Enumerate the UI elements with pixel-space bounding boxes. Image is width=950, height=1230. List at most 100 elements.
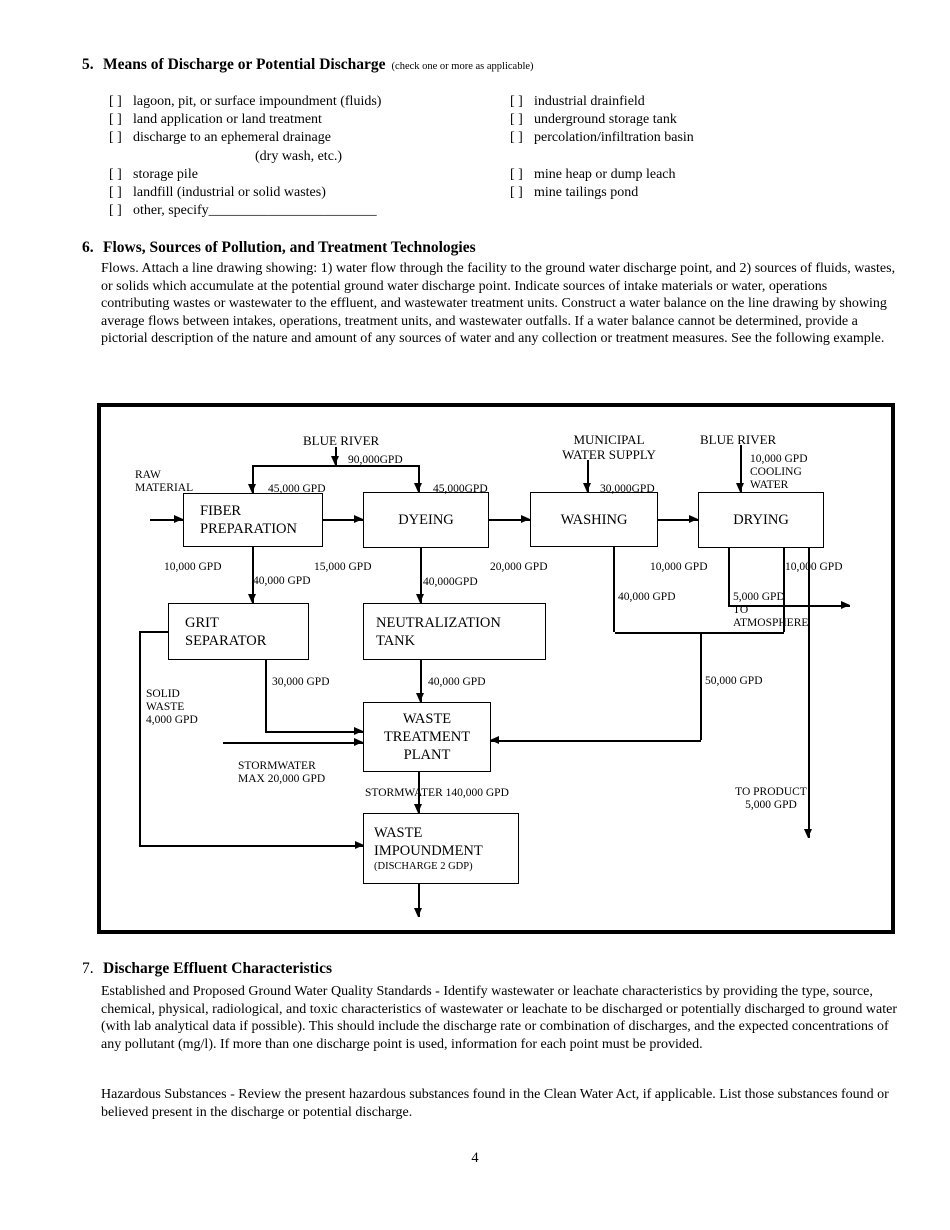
checkbox-label-underground-storage-tank: underground storage tank (534, 112, 677, 128)
label-treatment-out: STORMWATER 140,000 GPD (365, 787, 509, 799)
checkbox-landfill[interactable]: [ ] (109, 185, 122, 201)
checkbox-lagoon[interactable]: [ ] (109, 94, 122, 109)
checkbox-label-other-specify-blank[interactable]: other, specify________________________ (133, 203, 377, 219)
arrowhead-icon (736, 483, 744, 492)
arrowhead-icon (804, 829, 812, 838)
connector-line (223, 742, 363, 744)
list-row: [ ]lagoon, pit, or surface impoundment (… (109, 93, 694, 111)
connector-line (728, 548, 730, 605)
label-dyeing-to-neutralization: 40,000GPD (423, 576, 478, 588)
section7-title: Discharge Effluent Characteristics (103, 960, 333, 977)
connector-line (252, 465, 254, 493)
arrowhead-icon (414, 908, 422, 917)
connector-line (322, 519, 363, 521)
checkbox-land-application[interactable]: [ ] (109, 112, 122, 128)
connector-line (783, 548, 785, 632)
section7-heading: 7. Discharge Effluent Characteristics (82, 960, 332, 978)
connector-line (657, 519, 698, 521)
label-stormwater-in: STORMWATER MAX 20,000 GPD (238, 760, 326, 785)
connector-line (587, 460, 589, 492)
connector-line (418, 465, 420, 492)
label-raw-material: RAW MATERIAL (135, 469, 194, 494)
label-to-atmosphere: 5,000 GPD TO ATMOSPHERE (733, 591, 809, 629)
connector-line (139, 631, 169, 633)
connector-line (490, 740, 701, 742)
label-drying-loss: 10,000 GPD (785, 561, 843, 573)
arrowhead-icon (583, 483, 591, 492)
arrowhead-icon (416, 594, 424, 603)
label-fiber-to-grit: 40,000 GPD (253, 575, 311, 587)
connector-line (615, 632, 784, 634)
connector-line (139, 631, 141, 845)
arrowhead-icon (841, 601, 850, 609)
label-washing-loss: 10,000 GPD (650, 561, 708, 573)
checkbox-industrial-drainfield[interactable]: [ ] (510, 94, 523, 109)
section5-number: 5. (82, 56, 94, 73)
box-dyeing: DYEING (363, 492, 489, 548)
arrowhead-icon (490, 736, 499, 744)
label-dyeing-loss: 15,000 GPD (314, 561, 372, 573)
box-grit-separator: GRIT SEPARATOR (168, 603, 309, 660)
arrowhead-icon (414, 483, 422, 492)
checkbox-mine-tailings[interactable]: [ ] (510, 185, 523, 201)
arrowhead-icon (174, 515, 183, 523)
waste-impoundment-subtitle: (DISCHARGE 2 GDP) (374, 861, 473, 872)
connector-line (808, 548, 810, 838)
checkbox-underground-storage-tank[interactable]: [ ] (510, 112, 523, 128)
arrowhead-icon (354, 515, 363, 523)
checkbox-storage-pile[interactable]: [ ] (109, 166, 122, 182)
label-municipal-water-supply: MUNICIPAL WATER SUPPLY (562, 432, 656, 462)
checkbox-label-land-application: land application or land treatment (133, 112, 322, 128)
label-neutralization-to-treatment: 40,000 GPD (428, 676, 486, 688)
label-bus-to-treatment: 50,000 GPD (705, 675, 763, 687)
connector-line (613, 547, 615, 632)
arrowhead-icon (355, 841, 364, 849)
arrowhead-icon (354, 727, 363, 735)
connector-line (728, 605, 850, 607)
box-waste-impoundment: WASTE IMPOUNDMENT (DISCHARGE 2 GDP) (363, 813, 519, 884)
checkbox-label-mine-heap: mine heap or dump leach (534, 166, 676, 182)
label-solid-waste: SOLID WASTE 4,000 GPD (146, 688, 198, 726)
checkbox-label-industrial-drainfield: industrial drainfield (534, 94, 645, 109)
checkbox-other[interactable]: [ ] (109, 203, 122, 219)
section5-title: Means of Discharge or Potential Discharg… (103, 56, 386, 73)
arrowhead-icon (354, 738, 363, 746)
discharge-means-list: [ ]lagoon, pit, or surface impoundment (… (109, 93, 694, 220)
arrowhead-icon (521, 515, 530, 523)
section6-title: Flows, Sources of Pollution, and Treatme… (103, 239, 476, 256)
label-cooling-water: 10,000 GPD COOLING WATER (750, 453, 808, 491)
page-number: 4 (471, 1150, 479, 1166)
section6-body: Flows. Attach a line drawing showing: 1)… (101, 261, 896, 346)
checkbox-label-mine-tailings: mine tailings pond (534, 185, 639, 201)
connector-line (488, 519, 530, 521)
arrowhead-icon (331, 456, 339, 465)
label-grit-to-treatment: 30,000 GPD (272, 676, 330, 688)
checkbox-label-ephemeral-drainage: discharge to an ephemeral drainage (133, 130, 331, 146)
connector-line (252, 547, 254, 603)
arrowhead-icon (689, 515, 698, 523)
list-row: [ ] storage pile [ ] mine heap or dump lea… (109, 166, 694, 184)
list-row: [ ] land application or land treatment [ … (109, 111, 694, 129)
connector-line (700, 632, 702, 740)
section6-heading: 6. Flows, Sources of Pollution, and Trea… (82, 239, 476, 257)
connector-line (150, 519, 183, 521)
waste-impoundment-title: WASTE IMPOUNDMENT (374, 825, 483, 859)
flow-diagram: FIBER PREPARATION DYEING WASHING DRYING … (97, 403, 895, 934)
connector-line (265, 731, 363, 733)
list-row: [ ] other, specify_______________________… (109, 202, 694, 220)
box-fiber-preparation: FIBER PREPARATION (183, 493, 323, 547)
connector-line (252, 465, 418, 467)
checkbox-label-percolation-basin: percolation/infiltration basin (534, 130, 694, 146)
label-washing-to-bus: 40,000 GPD (618, 591, 676, 603)
box-washing: WASHING (530, 492, 658, 547)
connector-line (740, 445, 742, 492)
section5-heading: 5. Means of Discharge or Potential Disch… (82, 56, 534, 74)
checkbox-label-storage-pile: storage pile (133, 166, 198, 182)
checkbox-ephemeral-drainage[interactable]: [ ] (109, 130, 122, 146)
checkbox-mine-heap[interactable]: [ ] (510, 166, 523, 182)
connector-line (418, 884, 420, 917)
section7-paragraph-2: Hazardous Substances - Review the presen… (101, 1087, 889, 1120)
label-blue-river-left: BLUE RIVER (303, 433, 380, 448)
checkbox-percolation-basin[interactable]: [ ] (510, 130, 523, 146)
